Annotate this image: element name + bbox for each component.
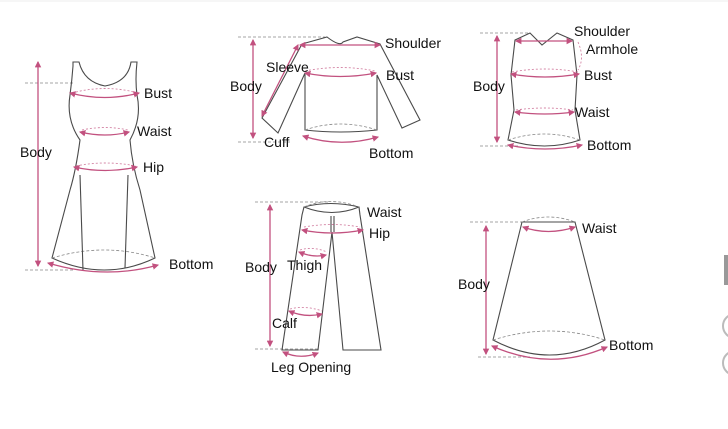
- sweater-cuff-label: Cuff: [264, 134, 290, 150]
- pants-diagram: Waist Hip Body Thigh Calf Leg Opening: [245, 201, 402, 375]
- vest-bust-label: Bust: [584, 67, 612, 83]
- vest-waist-label: Waist: [575, 104, 610, 120]
- edge-scrollbar-fragment: [724, 255, 728, 285]
- dress-body-label: Body: [20, 144, 52, 160]
- pants-waist-label: Waist: [367, 204, 402, 220]
- sweater-sleeve-label: Sleeve: [266, 59, 309, 75]
- edge-circle-fragment: [722, 315, 728, 337]
- skirt-diagram: Waist Body Bottom: [458, 216, 653, 360]
- pants-leg-opening-label: Leg Opening: [271, 359, 351, 375]
- dress-bottom-label: Bottom: [169, 256, 213, 272]
- sweater-diagram: Shoulder Sleeve Bust Body Cuff Bottom: [230, 35, 441, 161]
- dress-waist-label: Waist: [137, 123, 172, 139]
- skirt-body-label: Body: [458, 276, 490, 292]
- sweater-shoulder-label: Shoulder: [385, 35, 441, 51]
- dress-diagram: Bust Waist Hip Body Bottom: [20, 60, 213, 273]
- sweater-bottom-label: Bottom: [369, 145, 413, 161]
- vest-bottom-label: Bottom: [587, 137, 631, 153]
- vest-armhole-label: Armhole: [586, 41, 638, 57]
- sweater-bust-label: Bust: [386, 67, 414, 83]
- pants-thigh-label: Thigh: [287, 257, 322, 273]
- dress-bust-label: Bust: [144, 85, 172, 101]
- skirt-bottom-label: Bottom: [609, 337, 653, 353]
- skirt-waist-label: Waist: [582, 220, 617, 236]
- sweater-body-label: Body: [230, 78, 262, 94]
- dress-hip-label: Hip: [143, 159, 164, 175]
- edge-circle-fragment: [722, 352, 728, 374]
- pants-hip-label: Hip: [369, 225, 390, 241]
- vest-shoulder-label: Shoulder: [574, 23, 630, 39]
- vest-diagram: Shoulder Armhole Bust Body Waist Bottom: [473, 23, 638, 153]
- pants-calf-label: Calf: [272, 315, 297, 331]
- vest-body-label: Body: [473, 78, 505, 94]
- pants-body-label: Body: [245, 259, 277, 275]
